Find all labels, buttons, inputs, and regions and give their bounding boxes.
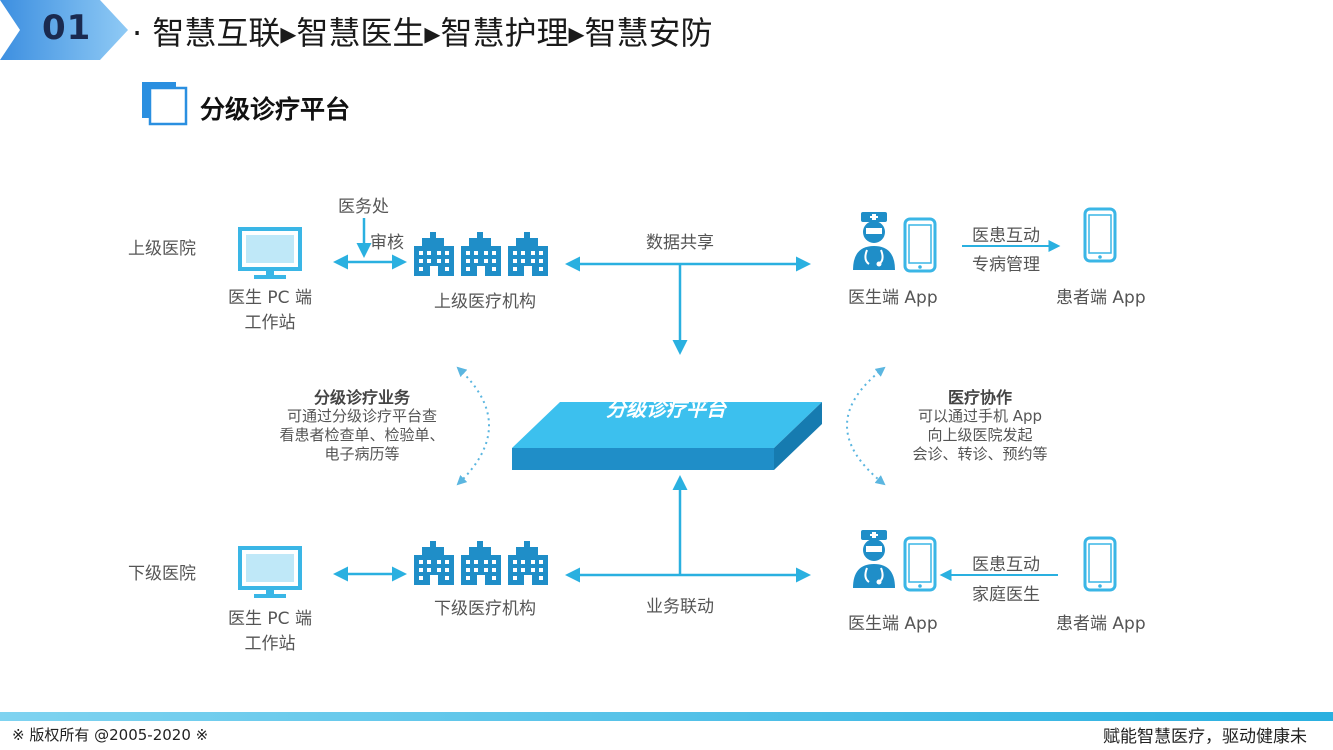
- left-description: 分级诊疗业务 可通过分级诊疗平台查 看患者检查单、检验单、 电子病历等: [279, 388, 445, 463]
- slogan: 赋能智慧医疗，驱动健康未: [1103, 727, 1307, 747]
- upper-patient-app-label: 患者端 App: [1056, 288, 1146, 308]
- breadcrumb: · 智慧互联▸智慧医生▸智慧护理▸智慧安防: [132, 14, 713, 52]
- monitor-icon: [238, 546, 302, 600]
- business-link-label: 业务联动: [646, 597, 714, 617]
- hospital-building-icon: [414, 541, 454, 585]
- lower-patient-app-label: 患者端 App: [1056, 614, 1146, 634]
- lower-hospital-label: 下级医院: [128, 564, 196, 584]
- copyright: ※ 版权所有 @2005-2020 ※: [12, 726, 209, 744]
- doctor-icon: [852, 211, 896, 271]
- disease-mgmt-label: 专病管理: [972, 255, 1040, 275]
- hospital-building-icon: [414, 232, 454, 276]
- interact-label-top: 医患互动: [972, 226, 1040, 246]
- phone-icon: [1083, 207, 1117, 263]
- section-title: 分级诊疗平台: [200, 95, 351, 124]
- lower-doctor-app-label: 医生端 App: [848, 614, 938, 634]
- review-label: 审核: [370, 233, 404, 253]
- upper-hospital-label: 上级医院: [128, 239, 196, 259]
- doctor-icon: [852, 529, 896, 589]
- section-title-icon: [142, 82, 188, 126]
- upper-doctor-app-label: 医生端 App: [848, 288, 938, 308]
- phone-icon: [903, 217, 937, 273]
- upper-institution-label: 上级医疗机构: [434, 292, 536, 312]
- phone-icon: [1083, 536, 1117, 592]
- family-doctor-label: 家庭医生: [972, 585, 1040, 605]
- lower-institution-label: 下级医疗机构: [434, 599, 536, 619]
- phone-icon: [903, 536, 937, 592]
- data-share-label: 数据共享: [646, 233, 714, 253]
- lower-pc-label: 医生 PC 端 工作站: [228, 609, 312, 654]
- medical-office-label: 医务处: [338, 197, 389, 217]
- upper-pc-label: 医生 PC 端 工作站: [228, 288, 312, 333]
- monitor-icon: [238, 227, 302, 281]
- interact-label-bottom: 医患互动: [972, 555, 1040, 575]
- section-number: 01: [42, 8, 92, 48]
- right-description: 医疗协作 可以通过手机 App 向上级医院发起 会诊、转诊、预约等: [912, 388, 1048, 463]
- footer-bar: [0, 712, 1333, 721]
- section-badge: [0, 0, 128, 60]
- platform-label: 分级诊疗平台: [606, 397, 728, 421]
